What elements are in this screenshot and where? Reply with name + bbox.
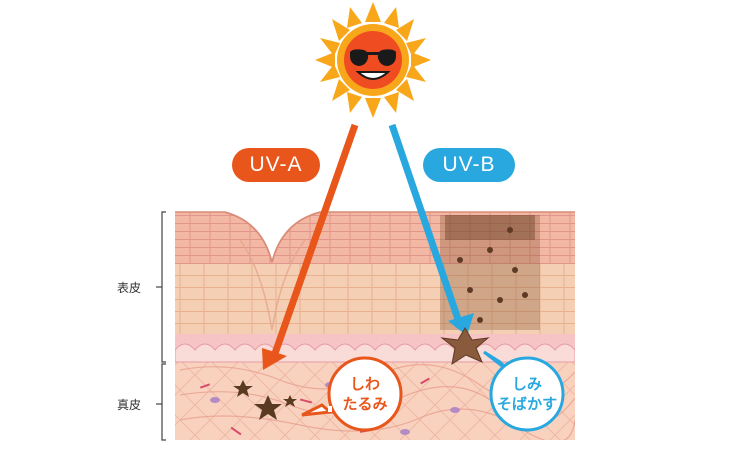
uva-badge: UV-A <box>232 148 320 182</box>
uva-effect-text: しわ たるみ <box>325 374 405 414</box>
uva-arrow <box>262 123 359 370</box>
melanin-region <box>440 215 540 330</box>
uva-effect-line1: しわ <box>349 375 380 393</box>
uvb-effect-line2: そばかす <box>496 395 558 413</box>
spot-star-icon <box>440 327 490 366</box>
label-epidermis: 表皮 <box>117 281 142 295</box>
uva-bubble <box>301 356 403 432</box>
wrinkle-star-icon <box>233 380 297 420</box>
layer-brackets <box>156 211 166 441</box>
uvb-effect-text: しみ そばかす <box>487 374 567 414</box>
sun-icon <box>315 2 431 118</box>
uva-effect-line2: たるみ <box>342 395 388 413</box>
uvb-bubble <box>483 350 565 432</box>
uvb-arrow <box>388 123 474 336</box>
label-dermis: 真皮 <box>117 398 142 412</box>
uvb-badge: UV-B <box>423 148 515 182</box>
uvb-effect-line1: しみ <box>511 375 542 393</box>
skin-cross-section <box>175 212 575 440</box>
sunglasses-icon <box>350 49 396 66</box>
